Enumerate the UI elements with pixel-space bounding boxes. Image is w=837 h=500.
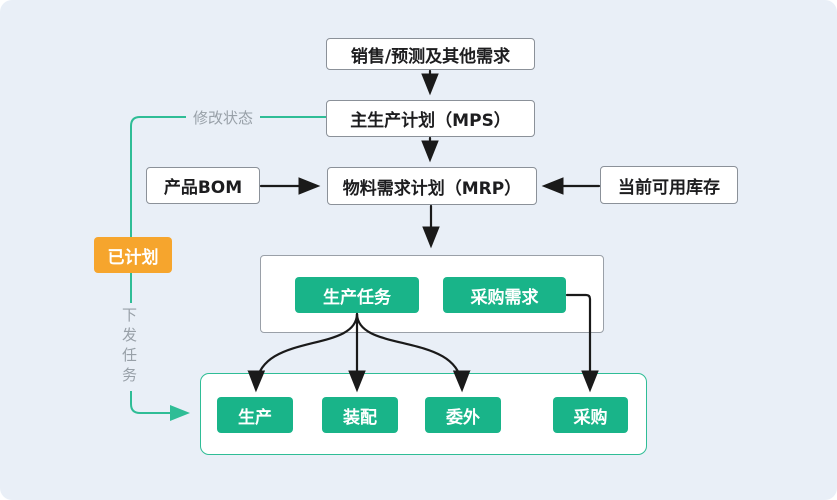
node-planned-status: 已计划 bbox=[94, 237, 172, 273]
node-purchase: 采购 bbox=[553, 397, 628, 433]
node-production-task: 生产任务 bbox=[295, 277, 419, 313]
node-material-requirements-planning: 物料需求计划（MRP） bbox=[327, 167, 537, 205]
node-outsourcing: 委外 bbox=[425, 397, 501, 433]
node-purchase-demand: 采购需求 bbox=[443, 277, 566, 313]
node-available-inventory: 当前可用库存 bbox=[600, 166, 738, 204]
edge-label-modify-status: 修改状态 bbox=[186, 107, 261, 128]
node-production: 生产 bbox=[217, 397, 293, 433]
node-product-bom: 产品BOM bbox=[146, 167, 260, 204]
node-sales-forecast-demand: 销售/预测及其他需求 bbox=[326, 38, 535, 70]
edge-label-issue-task: 下发任务 bbox=[119, 303, 140, 391]
node-master-production-schedule: 主生产计划（MPS） bbox=[326, 100, 535, 137]
node-assembly: 装配 bbox=[322, 397, 398, 433]
